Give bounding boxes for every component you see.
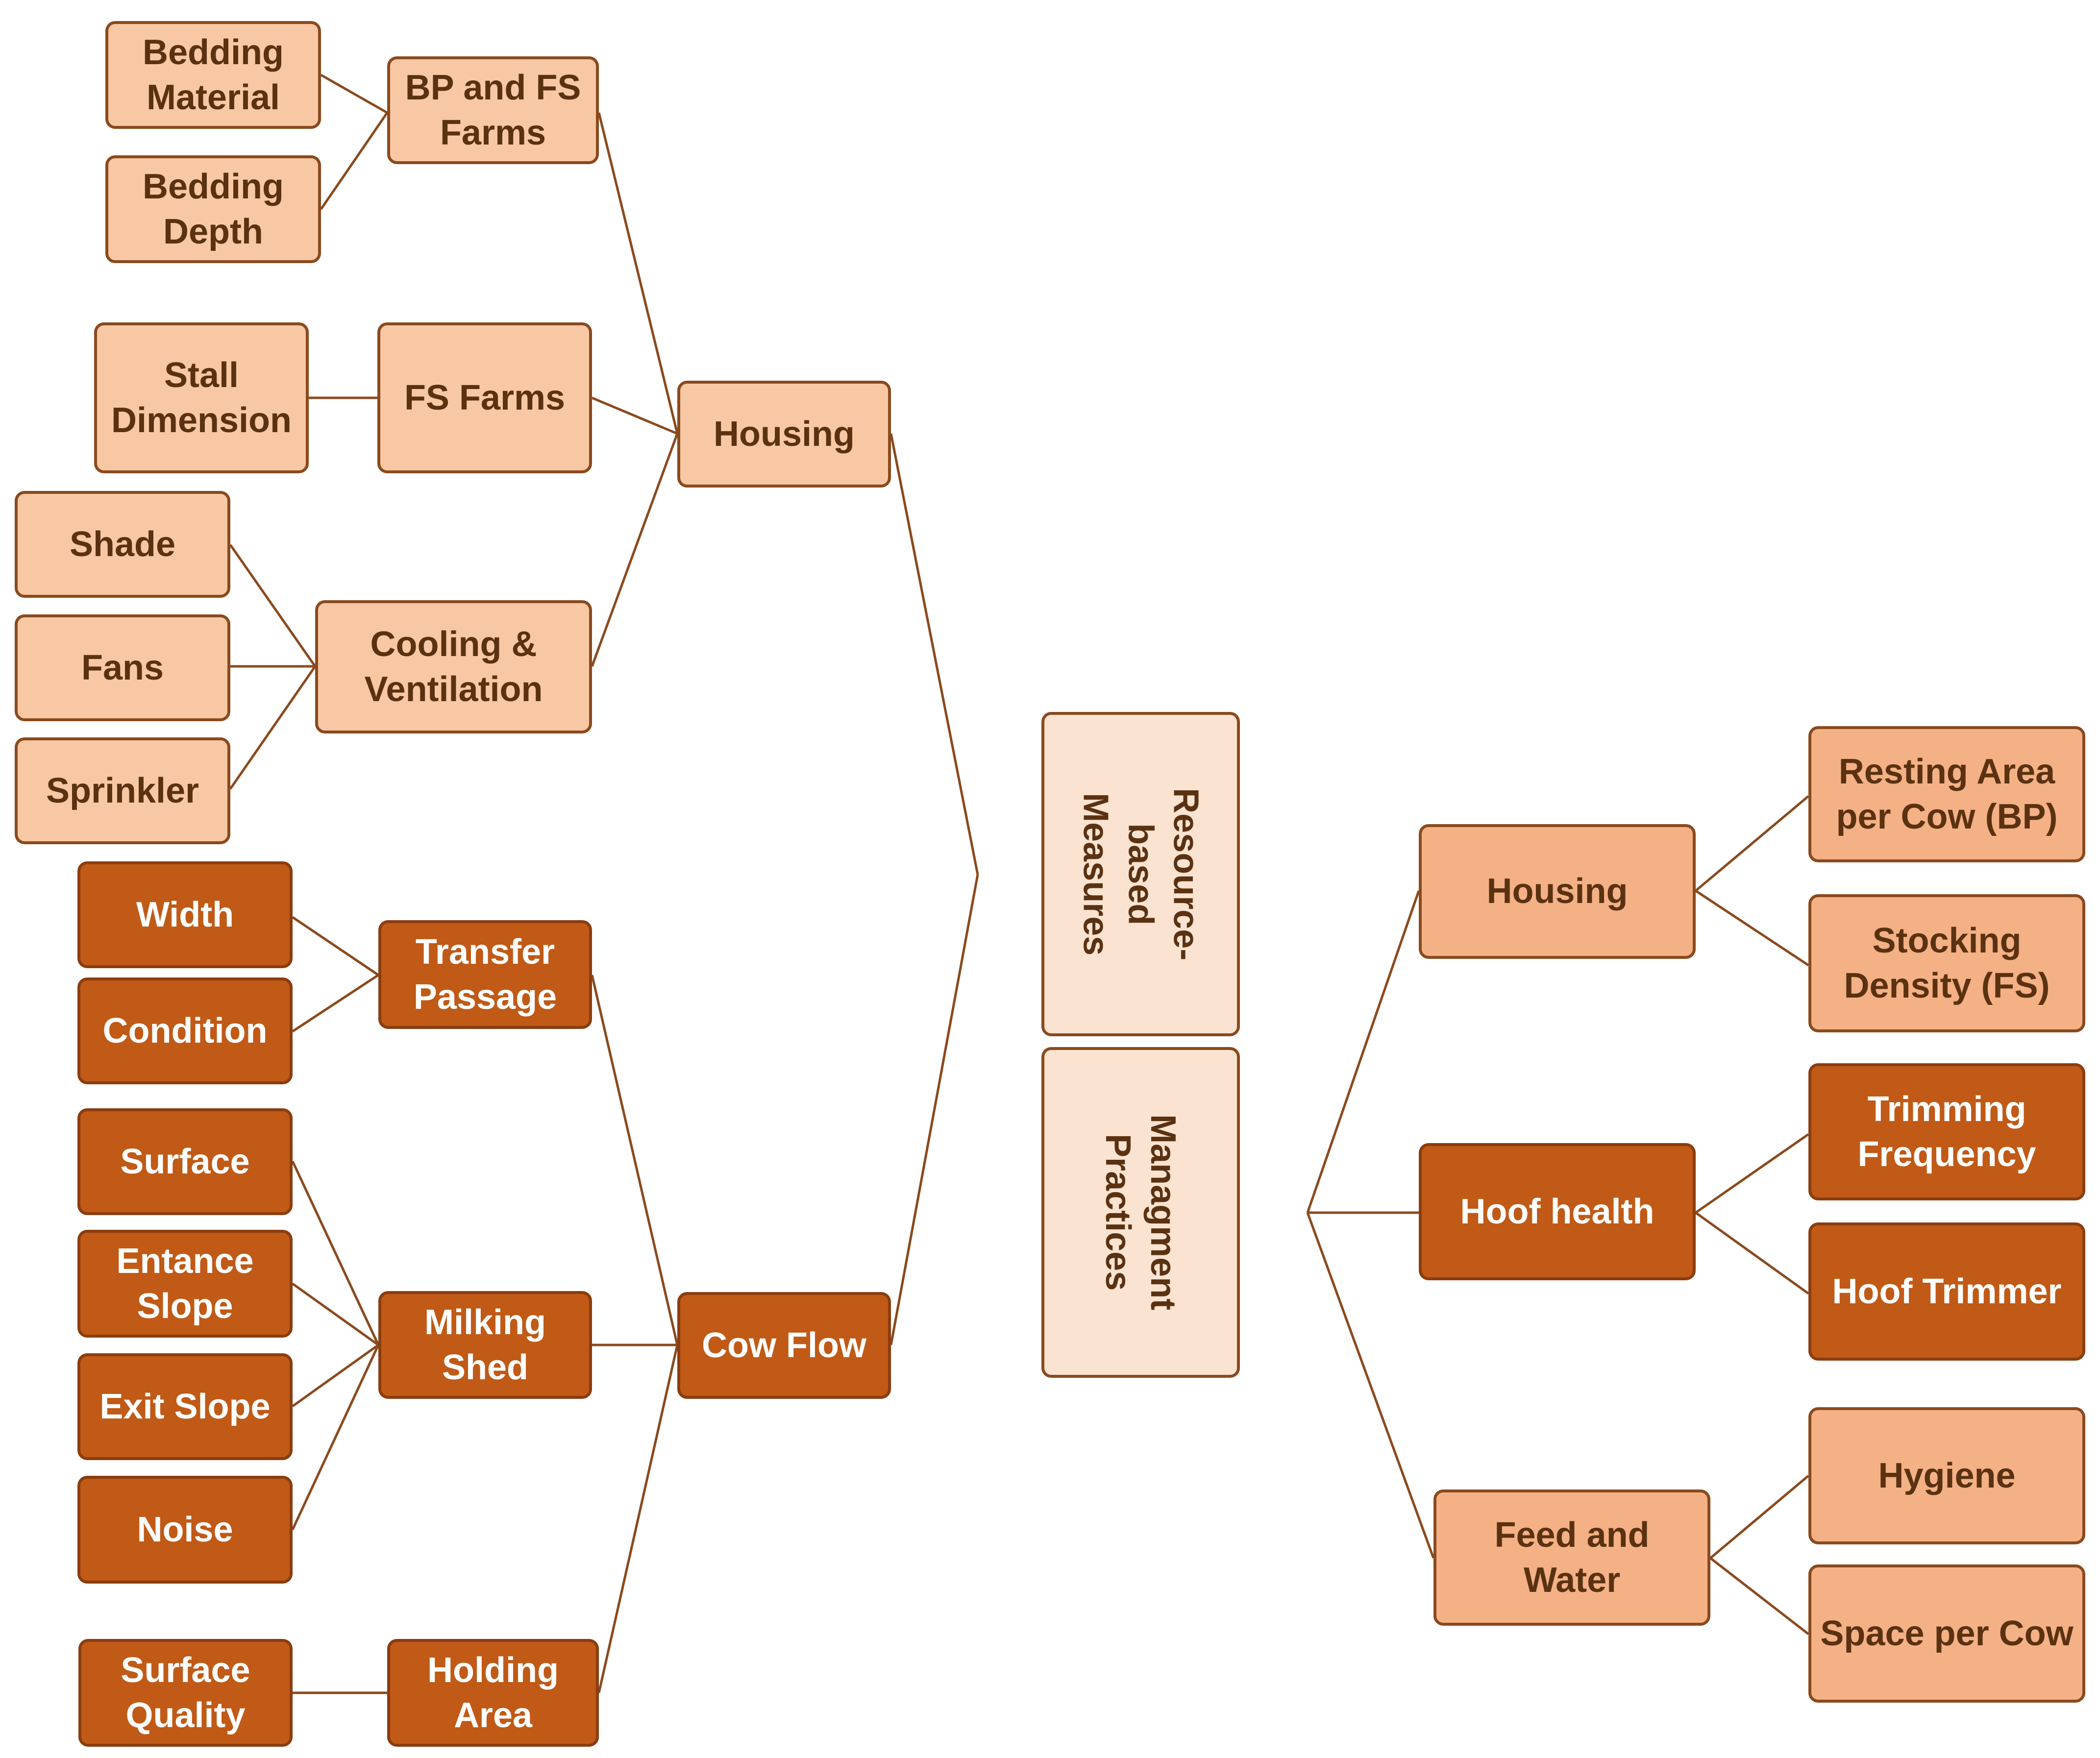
fs-farms-node: FS Farms [377,322,592,473]
width-node: Width [77,861,293,968]
cow-flow-node: Cow Flow [677,1292,891,1399]
hoof-trimmer-node: Hoof Trimmer [1808,1222,2085,1361]
shade-node: Shade [15,491,230,598]
holding-area-node: Holding Area [387,1639,599,1747]
stocking-density-node: Stocking Density (FS) [1808,894,2085,1032]
surface-quality-node: Surface Quality [78,1639,293,1747]
stall-dimension-node: Stall Dimension [94,322,309,473]
feed-water-node: Feed and Water [1433,1489,1710,1626]
bedding-depth-node: Bedding Depth [105,155,321,263]
transfer-passage-node: Transfer Passage [378,920,592,1029]
condition-node: Condition [77,977,293,1084]
cooling-ventilation-node: Cooling & Ventilation [315,600,592,733]
hygiene-node: Hygiene [1808,1407,2085,1544]
noise-node: Noise [77,1476,293,1584]
entance-slope-node: Entance Slope [77,1230,293,1338]
fans-node: Fans [15,614,230,721]
resource-based-measures-node: Resource-based Measures [1041,712,1240,1036]
space-per-cow-node: Space per Cow [1808,1564,2085,1703]
housing-node-left: Housing [677,381,891,488]
sprinkler-node: Sprinkler [15,737,230,844]
bedding-material-node: Bedding Material [105,21,321,129]
trimming-frequency-node: Trimming Frequency [1808,1063,2085,1200]
resting-area-node: Resting Area per Cow (BP) [1808,726,2085,862]
surface-node: Surface [77,1108,293,1215]
management-practices-node: Managment Practices [1041,1047,1240,1378]
hoof-health-node: Hoof health [1419,1143,1696,1280]
milking-shed-node: Milking Shed [378,1291,592,1399]
housing-node-right: Housing [1419,824,1696,959]
exit-slope-node: Exit Slope [77,1353,293,1460]
bp-fs-farms-node: BP and FS Farms [387,56,599,164]
